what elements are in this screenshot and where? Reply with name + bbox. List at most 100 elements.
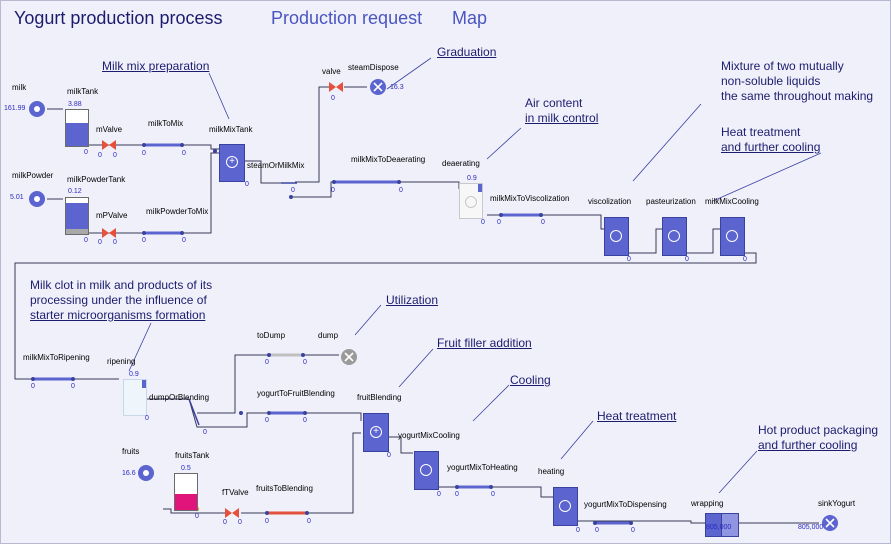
- milkToMix-label: milkToMix: [148, 119, 184, 128]
- counter: 0: [437, 491, 441, 498]
- leader-utilization: [354, 304, 382, 336]
- mValve-icon: [102, 140, 116, 150]
- sinkYogurt-value: 805,000: [798, 524, 824, 531]
- ripening[interactable]: [123, 379, 147, 416]
- note-air-content-2[interactable]: in milk control: [525, 111, 599, 125]
- switch-dumpOrBlending-icon: [188, 398, 200, 426]
- steamDispose-value: 16.3: [390, 84, 404, 91]
- pipe-blend-to-cool: [387, 436, 413, 454]
- counter: 0: [245, 181, 249, 188]
- production-request-link[interactable]: Production request: [271, 8, 423, 28]
- yogurtMixCooling-label: yogurtMixCooling: [398, 431, 460, 440]
- fruitsTank-label: fruitsTank: [175, 451, 210, 460]
- viscolization-label: viscolization: [588, 197, 632, 206]
- counter: 0: [743, 256, 747, 263]
- counter: 0: [145, 415, 149, 422]
- mValve-label: mValve: [96, 125, 123, 134]
- note-cooling[interactable]: Cooling: [510, 373, 551, 387]
- counter: 0: [307, 518, 311, 525]
- milkTank[interactable]: [65, 109, 89, 147]
- pipe-fruits-to-blending: [241, 432, 361, 514]
- mix-icon: +: [226, 156, 238, 168]
- steamOrMilkMix-label: steamOrMilkMix: [247, 161, 305, 170]
- sinkYogurt-label: sinkYogurt: [818, 499, 856, 508]
- note-milk-clot-3[interactable]: starter microorganisms formation: [30, 308, 206, 322]
- note-milk-clot-1: Milk clot in milk and products of its: [30, 278, 213, 292]
- note-fruit-filler[interactable]: Fruit filler addition: [437, 336, 532, 350]
- fruitBlending[interactable]: +: [363, 413, 389, 452]
- fruitsTank[interactable]: [174, 473, 198, 511]
- note-utilization[interactable]: Utilization: [386, 293, 439, 307]
- wrapping-value: 805,000: [706, 524, 732, 531]
- note-mixture-2: non-soluble liquids: [721, 74, 821, 88]
- heating[interactable]: [553, 487, 578, 526]
- map-link[interactable]: Map: [452, 8, 488, 28]
- note-graduation[interactable]: Graduation: [437, 45, 497, 59]
- milkMixCooling[interactable]: [720, 217, 745, 256]
- milkPowderTank[interactable]: [65, 197, 89, 235]
- counter: 0: [98, 239, 102, 246]
- note-packaging-1: Hot product packaging: [758, 423, 879, 437]
- mPValve-label: mPValve: [96, 211, 128, 220]
- pasteurization[interactable]: [662, 217, 687, 256]
- ripening-value: 0.9: [129, 371, 139, 378]
- note-milk-clot-2: processing under the influence of: [30, 293, 207, 307]
- milkMixTank[interactable]: +: [219, 144, 245, 182]
- milkPowderTank-label: milkPowderTank: [67, 175, 126, 184]
- leader-air: [486, 127, 522, 160]
- note-milk-mix-preparation[interactable]: Milk mix preparation: [102, 59, 210, 73]
- steamDispose-label: steamDispose: [348, 63, 399, 72]
- deaerating-value: 0.9: [467, 175, 477, 182]
- counter: 0: [265, 417, 269, 424]
- fruitsTank-value: 0.5: [181, 465, 191, 472]
- clock-icon: [559, 500, 571, 512]
- leader-heat-cool: [712, 152, 822, 202]
- milkMixToRipening-label: milkMixToRipening: [23, 353, 90, 362]
- clock-icon: [610, 230, 622, 242]
- milkPowder-label: milkPowder: [12, 171, 54, 180]
- leader-cooling: [472, 384, 510, 422]
- leader-clot: [128, 322, 152, 372]
- pipe-heat-to-wrap: [576, 520, 707, 524]
- fTValve-icon: [225, 508, 239, 518]
- counter: 0: [685, 256, 689, 263]
- counter: 0: [331, 187, 335, 194]
- counter: 0: [595, 527, 599, 534]
- mix-icon: +: [370, 426, 382, 438]
- valve-label: valve: [322, 67, 341, 76]
- counter: 0: [84, 237, 88, 244]
- counter: 0: [84, 149, 88, 156]
- toDump-label: toDump: [257, 331, 286, 340]
- fruits-value: 16.6: [122, 470, 136, 477]
- deaerating[interactable]: [459, 183, 483, 219]
- yogurtMixCooling[interactable]: [414, 451, 439, 490]
- counter: 0: [182, 150, 186, 157]
- pipe-to-viscolization: [487, 214, 605, 230]
- milkMixToDeaerating-label: milkMixToDeaerating: [351, 155, 426, 164]
- note-heat-cool-2[interactable]: and further cooling: [721, 140, 821, 154]
- counter: 0: [98, 152, 102, 159]
- milkTank-label: milkTank: [67, 87, 99, 96]
- viscolization[interactable]: [604, 217, 629, 256]
- pipe-switch-to-deaerating: [293, 181, 460, 198]
- valve-icon: [329, 82, 343, 92]
- milkMixToViscolization-label: milkMixToViscolization: [490, 194, 570, 203]
- fruitBlending-label: fruitBlending: [357, 393, 402, 402]
- dump-label: dump: [318, 331, 339, 340]
- counter: 0: [113, 152, 117, 159]
- milkMixCooling-label: milkMixCooling: [705, 197, 759, 206]
- counter: 0: [71, 383, 75, 390]
- counter: 0: [182, 237, 186, 244]
- counter: 0: [203, 429, 207, 436]
- pipe-visc-to-past: [628, 228, 663, 254]
- note-heat-treatment[interactable]: Heat treatment: [597, 409, 677, 423]
- counter: 0: [399, 187, 403, 194]
- note-packaging-2[interactable]: and further cooling: [758, 438, 858, 452]
- counter: 0: [497, 219, 501, 226]
- counter: 0: [142, 150, 146, 157]
- mPValve-icon: [102, 228, 116, 238]
- pipe-powder-to-mix: [89, 152, 219, 234]
- dumpOrBlending-label: dumpOrBlending: [149, 393, 210, 402]
- counter: 0: [223, 519, 227, 526]
